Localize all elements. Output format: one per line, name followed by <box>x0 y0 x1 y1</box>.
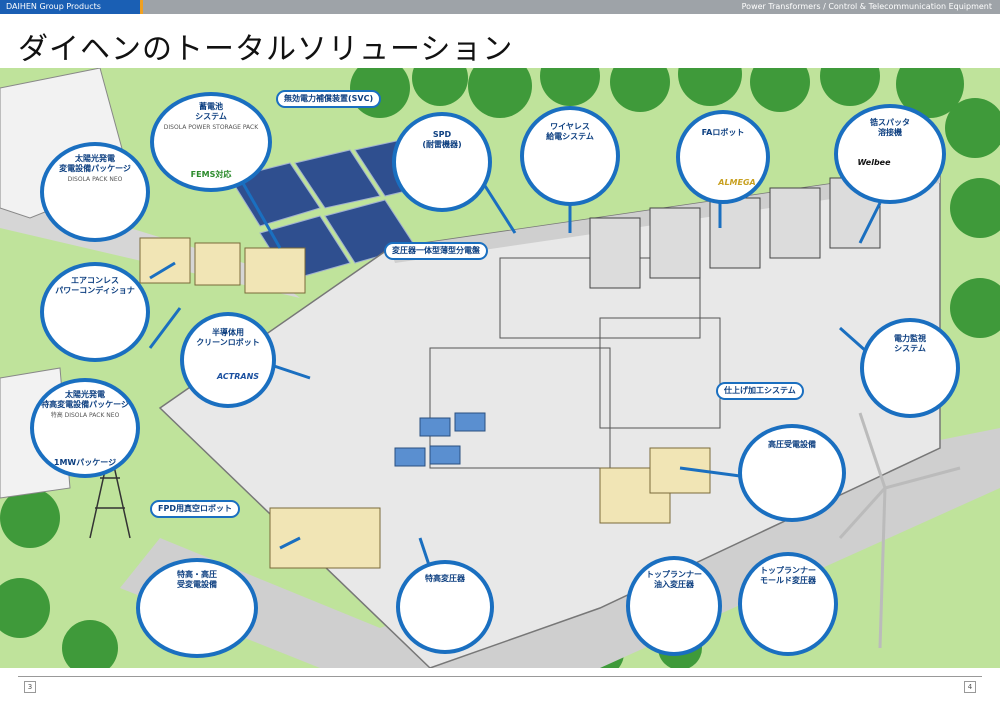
storage-label-2: システム <box>195 112 227 121</box>
clean-robot-brand: ACTRANS <box>216 372 260 381</box>
spd-bubble: SPD (耐雷機器) <box>392 112 492 212</box>
toprunner-oil-label-2: 油入変圧器 <box>654 580 694 589</box>
solar-pkg-label-2: 変電設備パッケージ <box>59 164 131 173</box>
ehv-substation-bubble: 特高・高圧 受変電設備 <box>136 558 258 658</box>
fa-robot-label: FAロボット <box>701 128 745 137</box>
category-label: Power Transformers / Control & Telecommu… <box>741 2 992 11</box>
aircon-label-1: エアコンレス <box>71 276 119 285</box>
solar-hv-bubble: 太陽光発電 特高変電設備パッケージ 特高 DISOLA PACK NEO 1MW… <box>30 378 140 478</box>
aircon-less-bubble: エアコンレス パワーコンディショナ <box>40 262 150 362</box>
toprunner-oil-bubble: トップランナー 油入変圧器 <box>626 556 722 656</box>
sputter-label-2: 溶接機 <box>878 128 902 137</box>
hv-receiving-label: 高圧受電設備 <box>768 440 816 449</box>
spd-label-1: SPD <box>432 130 452 139</box>
svc-tag: 無効電力補償装置(SVC) <box>276 90 382 108</box>
footer-divider <box>18 676 982 677</box>
sputter-welder-bubble: 锆スパッタ 溶接機 Welbee <box>834 104 946 204</box>
fa-robot-brand: ALMEGA <box>718 178 756 187</box>
clean-robot-label-2: クリーンロボット <box>196 338 260 347</box>
ehv-transformer-bubble: 特高変圧器 <box>396 560 494 654</box>
page-title: ダイヘンのトータルソリューション <box>18 32 514 67</box>
power-monitor-label-1: 電力監視 <box>894 334 926 343</box>
aircon-label-2: パワーコンディショナ <box>55 286 135 295</box>
toprunner-mold-label-1: トップランナー <box>760 566 816 575</box>
sputter-brand: Welbee <box>857 158 891 167</box>
header-accent <box>140 0 143 14</box>
solar-hv-label-2: 特高変電設備パッケージ <box>41 400 129 409</box>
spd-label-2: (耐雷機器) <box>422 140 462 149</box>
solar-package-bubble: 太陽光発電 変電設備パッケージ DISOLA PACK NEO <box>40 142 150 242</box>
finishing-system-tag: 仕上げ加工システム <box>716 382 804 400</box>
toprunner-oil-label-1: トップランナー <box>646 570 702 579</box>
ehv-substation-label-1: 特高・高圧 <box>177 570 217 579</box>
power-monitor-label-2: システム <box>894 344 926 353</box>
storage-label-1: 蓄電池 <box>199 102 223 111</box>
storage-product: DISOLA POWER STORAGE PACK <box>163 124 259 131</box>
page-number-left: 3 <box>24 681 36 693</box>
switchboard-tag: 変圧器一体型薄型分電盤 <box>384 242 488 260</box>
brand-label: DAIHEN Group Products <box>0 0 140 14</box>
top-bar: DAIHEN Group Products Power Transformers… <box>0 0 1000 14</box>
solar-hv-product: 特高 DISOLA PACK NEO <box>50 412 120 419</box>
page-number-right: 4 <box>964 681 976 693</box>
clean-robot-label-1: 半導体用 <box>212 328 244 337</box>
fpd-robot-tag: FPD用真空ロボット <box>150 500 240 518</box>
clean-robot-bubble: 半導体用 クリーンロボット ACTRANS <box>180 312 276 408</box>
wireless-label-2: 給電システム <box>546 132 594 141</box>
ehv-transformer-label: 特高変圧器 <box>425 574 465 583</box>
wireless-bubble: ワイヤレス 給電システム <box>520 106 620 206</box>
fa-robot-bubble: FAロボット ALMEGA <box>676 110 770 204</box>
hv-receiving-bubble: 高圧受電設備 <box>738 424 846 522</box>
power-monitor-bubble: 電力監視 システム <box>860 318 960 418</box>
wireless-label-1: ワイヤレス <box>550 122 590 131</box>
toprunner-mold-label-2: モールド変圧器 <box>760 576 816 585</box>
sputter-label-1: 锆スパッタ <box>870 118 910 127</box>
storage-note: FEMS対応 <box>190 170 232 179</box>
ehv-substation-label-2: 受変電設備 <box>177 580 217 589</box>
solar-hv-note: 1MWパッケージ <box>53 458 117 467</box>
toprunner-mold-bubble: トップランナー モールド変圧器 <box>738 552 838 656</box>
solar-pkg-label-1: 太陽光発電 <box>75 154 115 163</box>
solar-hv-label-1: 太陽光発電 <box>65 390 105 399</box>
storage-battery-bubble: 蓄電池 システム DISOLA POWER STORAGE PACK FEMS対… <box>150 92 272 192</box>
solar-pkg-product: DISOLA PACK NEO <box>67 176 123 183</box>
